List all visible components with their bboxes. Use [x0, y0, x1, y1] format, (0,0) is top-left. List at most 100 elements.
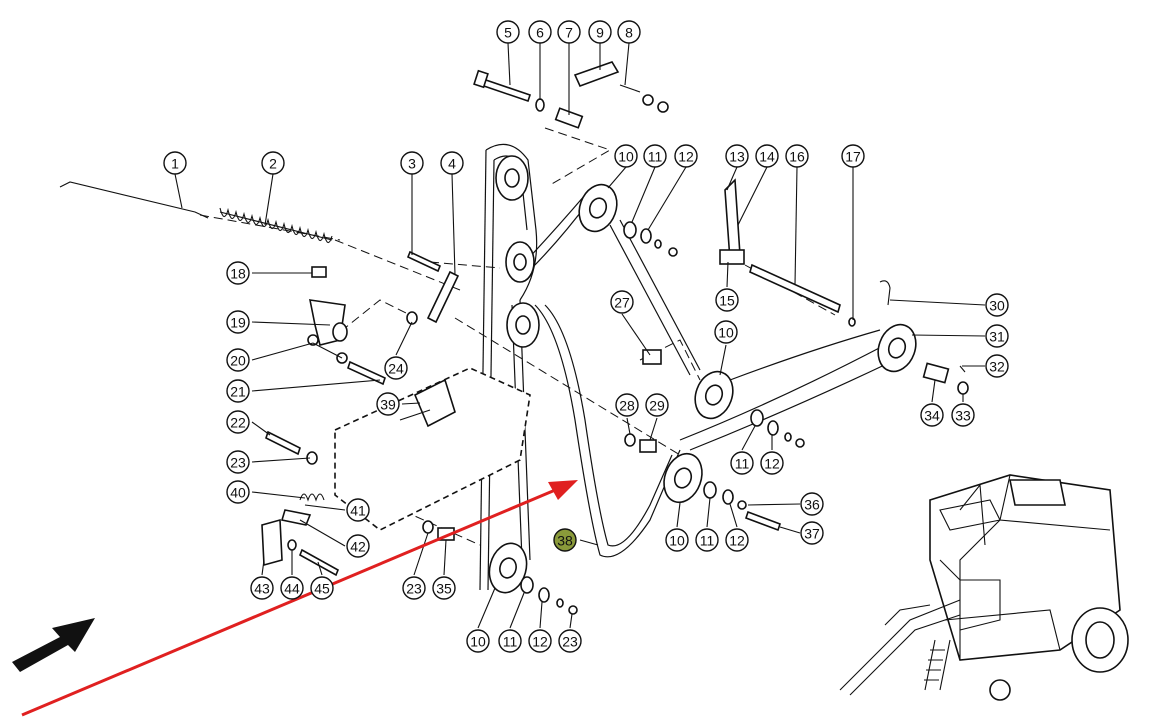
- callout-3: 3: [400, 151, 424, 175]
- callout-circle: [755, 144, 779, 168]
- tension-spring-axis: [219, 211, 333, 241]
- callout-circle: [920, 403, 944, 427]
- callout-14: 14: [755, 144, 779, 168]
- callout-23: 23: [402, 576, 426, 600]
- callout-label: 29: [649, 398, 665, 414]
- callout-5: 5: [496, 20, 520, 44]
- callout-label: 3: [408, 156, 416, 172]
- bolt-21: [347, 360, 386, 386]
- callout-circle: [528, 629, 552, 653]
- callout-8: 8: [617, 20, 641, 44]
- callout-circle: [346, 534, 370, 558]
- callout-circle: [610, 290, 634, 314]
- callout-30: 30: [985, 293, 1009, 317]
- callout-label: 24: [388, 361, 404, 377]
- tension-spring: [219, 207, 333, 244]
- pulley-mid: [506, 302, 540, 348]
- callout-label: 39: [380, 397, 396, 413]
- baler-machine-thumbnail: [839, 474, 1129, 701]
- callout-label: 15: [719, 293, 735, 309]
- callout-10: 10: [665, 528, 689, 552]
- callout-label: 11: [700, 533, 715, 549]
- callout-label: 38: [557, 533, 573, 549]
- callout-label: 27: [614, 295, 630, 311]
- callout-12: 12: [725, 528, 749, 552]
- callout-label: 11: [503, 634, 518, 650]
- callout-label: 21: [230, 384, 246, 400]
- callout-label: 12: [729, 533, 745, 549]
- callout-4: 4: [440, 151, 464, 175]
- callout-label: 2: [269, 156, 277, 172]
- callout-circle: [714, 320, 738, 344]
- callout-circle: [402, 576, 426, 600]
- callout-28: 28: [615, 393, 639, 417]
- callout-label: 28: [619, 398, 635, 414]
- callout-12: 12: [760, 451, 784, 475]
- callout-label: 42: [350, 539, 366, 555]
- callout-label: 1: [171, 156, 179, 172]
- callout-label: 16: [789, 149, 805, 165]
- pulleys: [488, 155, 917, 594]
- callout-circle: [553, 528, 577, 552]
- callout-20: 20: [226, 348, 250, 372]
- callout-19: 19: [226, 310, 250, 334]
- shaft-16: [749, 263, 841, 314]
- callout-label: 23: [230, 455, 246, 471]
- callout-label: 33: [955, 408, 971, 424]
- callout-11: 11: [643, 144, 667, 168]
- callout-7: 7: [557, 20, 581, 44]
- callout-18: 18: [226, 261, 250, 285]
- bolt-37: [744, 510, 782, 532]
- drive-belt: [479, 143, 896, 591]
- callout-circle: [498, 629, 522, 653]
- callout-label: 36: [804, 497, 820, 513]
- callout-circle: [440, 151, 464, 175]
- callout-39: 39: [376, 392, 400, 416]
- callout-label: 13: [729, 149, 745, 165]
- callout-circle: [760, 451, 784, 475]
- callout-label: 6: [536, 25, 544, 41]
- callout-circle: [985, 293, 1009, 317]
- callout-2: 2: [261, 151, 285, 175]
- callout-circle: [725, 528, 749, 552]
- pulley-bottom: [488, 542, 528, 594]
- callout-13: 13: [725, 144, 749, 168]
- callout-label: 10: [470, 634, 486, 650]
- callout-22: 22: [226, 410, 250, 434]
- callout-circle: [310, 576, 334, 600]
- callout-circle: [432, 576, 456, 600]
- callout-10: 10: [466, 629, 490, 653]
- callout-circle: [346, 498, 370, 522]
- pulley-top: [495, 155, 529, 201]
- callout-label: 23: [406, 581, 422, 597]
- callout-33: 33: [951, 403, 975, 427]
- callout-15: 15: [715, 288, 739, 312]
- callout-36: 36: [800, 492, 824, 516]
- callout-circle: [261, 151, 285, 175]
- sleeve-27: [642, 349, 662, 365]
- callout-40: 40: [226, 480, 250, 504]
- callout-circle: [715, 288, 739, 312]
- callout-label: 10: [618, 149, 634, 165]
- callout-circle: [785, 144, 809, 168]
- callout-circle: [588, 20, 612, 44]
- callout-10: 10: [714, 320, 738, 344]
- callout-label: 11: [735, 456, 750, 472]
- callout-12: 12: [528, 629, 552, 653]
- callout-label: 17: [845, 149, 861, 165]
- callout-label: 30: [989, 298, 1005, 314]
- tension-rod: [59, 181, 209, 219]
- callout-label: 10: [669, 533, 685, 549]
- callout-circle: [951, 403, 975, 427]
- callout-10: 10: [614, 144, 638, 168]
- callout-circle: [163, 151, 187, 175]
- pulley-lower-right: [663, 452, 703, 504]
- screw-18: [311, 266, 327, 278]
- callout-circle: [376, 392, 400, 416]
- callout-label: 37: [804, 526, 820, 542]
- callout-16: 16: [785, 144, 809, 168]
- callout-21: 21: [226, 379, 250, 403]
- callout-circle: [226, 480, 250, 504]
- callout-label: 44: [284, 581, 300, 597]
